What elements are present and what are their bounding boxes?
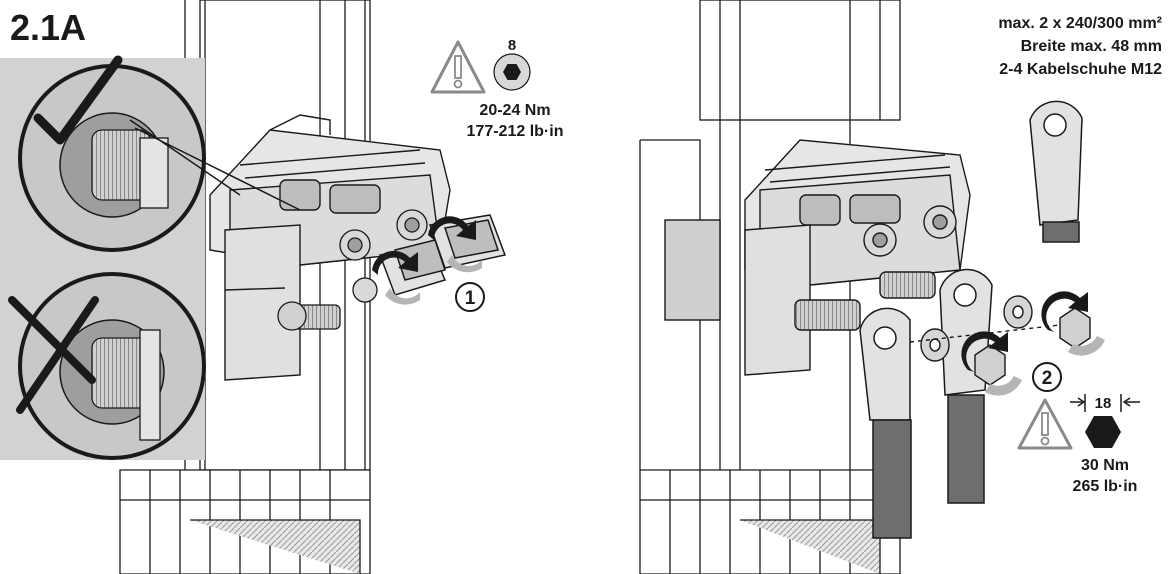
wrench-size-dimension: [1070, 394, 1140, 412]
cable-lug-loose: [1029, 100, 1083, 243]
svg-text:2: 2: [1042, 368, 1053, 389]
left-socket-wrenches: [378, 214, 507, 296]
right-torque: 30 Nm 265 lb·in: [1055, 455, 1155, 497]
callout-1: 1: [455, 282, 485, 312]
cable-spec-line-3: 2-4 Kabelschuhe M12: [999, 61, 1162, 78]
warning-triangle-icon: [1017, 398, 1073, 450]
hex-nut-icon: [1085, 416, 1121, 448]
callout-2: 2: [1032, 362, 1062, 392]
rotate-arrow-icon: [372, 216, 476, 275]
rotate-arrow-tail: [385, 255, 482, 305]
left-torque-nm: 20-24 Nm: [479, 102, 551, 119]
step-title: 2.1A: [10, 7, 87, 48]
right-torque-nm: 30 Nm: [1080, 457, 1130, 474]
detail-correct: [18, 64, 301, 252]
warning-triangle-icon: [430, 40, 486, 94]
left-torque-lbin: 177-212 lb·in: [466, 123, 564, 140]
hex-socket-icon: [493, 53, 531, 91]
left-terminal-block: [209, 114, 451, 381]
cable-lug-left: [859, 307, 912, 539]
svg-text:1: 1: [465, 288, 476, 309]
left-breaker-housing: [119, 0, 371, 574]
socket-size-label: 8: [508, 37, 516, 54]
left-torque: 20-24 Nm 177-212 lb·in: [455, 100, 575, 142]
rotate-arrow-tail: [985, 336, 1105, 396]
left-bolts: [277, 209, 428, 331]
washers-and-nuts: [909, 295, 1091, 386]
cable-spec-line-1: max. 2 x 240/300 mm²: [998, 15, 1162, 32]
cable-spec-line-2: Breite max. 48 mm: [1020, 38, 1162, 55]
cable-spec: max. 2 x 240/300 mm² Breite max. 48 mm 2…: [900, 12, 1162, 81]
right-torque-lbin: 265 lb·in: [1072, 478, 1138, 495]
cable-lug-right: [939, 268, 993, 504]
detail-wrong: [18, 272, 206, 460]
cross-mark-icon: [8, 296, 99, 414]
wrench-size-label: 18: [1095, 395, 1112, 412]
right-terminal-block: [664, 139, 971, 376]
rotate-arrow-icon: [961, 291, 1088, 372]
check-mark-icon: [33, 55, 123, 145]
